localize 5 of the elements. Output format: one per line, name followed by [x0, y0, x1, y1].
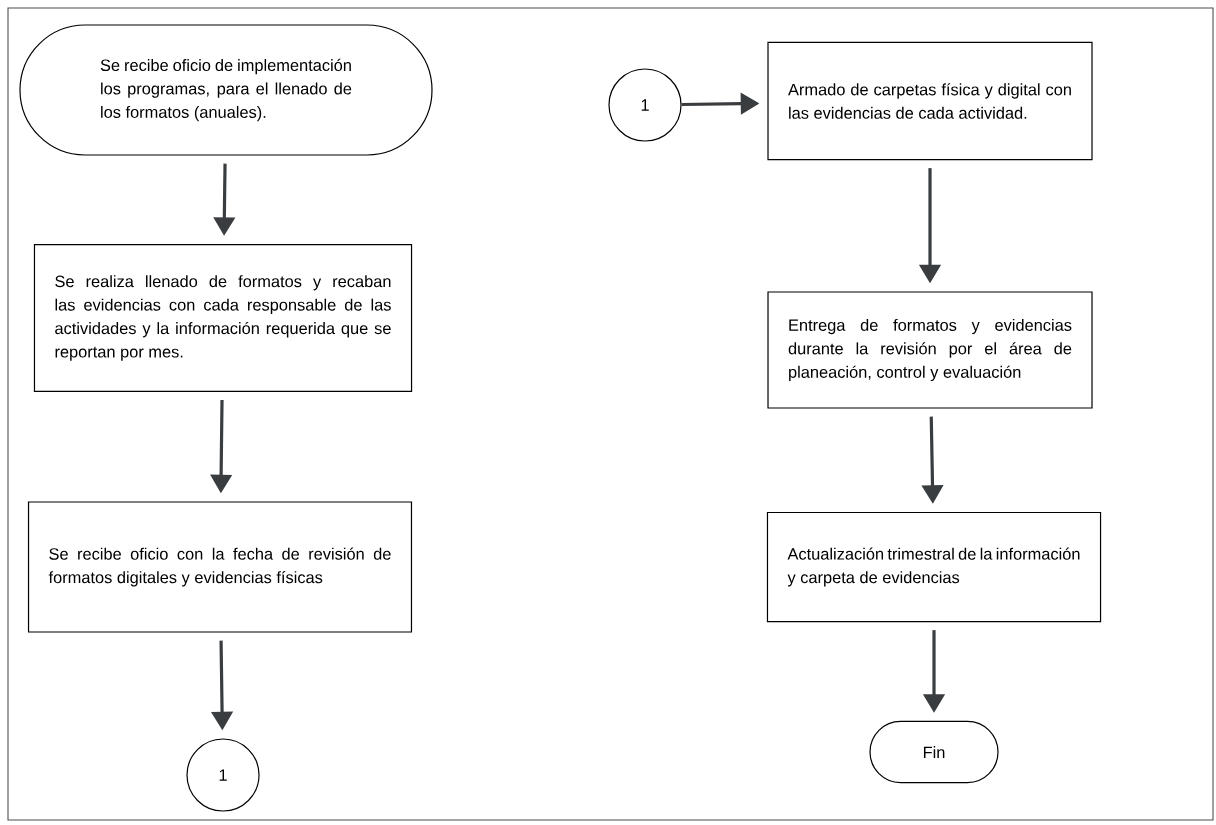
process-box: Actualización trimestral de la información y carpeta de evidencias: [766, 511, 1102, 623]
process-box: Entrega de formatos y evidencias durante la revisión por el área de planeación, control y evaluación: [767, 291, 1093, 409]
process-box: Se recibe oficio con la fecha de revisión de formatos digitales y evidencias físicas: [27, 501, 413, 633]
process-box: Se realiza llenado de formatos y recaban las evidencias con cada responsable de las actividades y la información requerida que se reportan por mes.: [33, 243, 413, 393]
process-box: Armado de carpetas física y digital con las evidencias de cada actividad.: [767, 41, 1093, 161]
